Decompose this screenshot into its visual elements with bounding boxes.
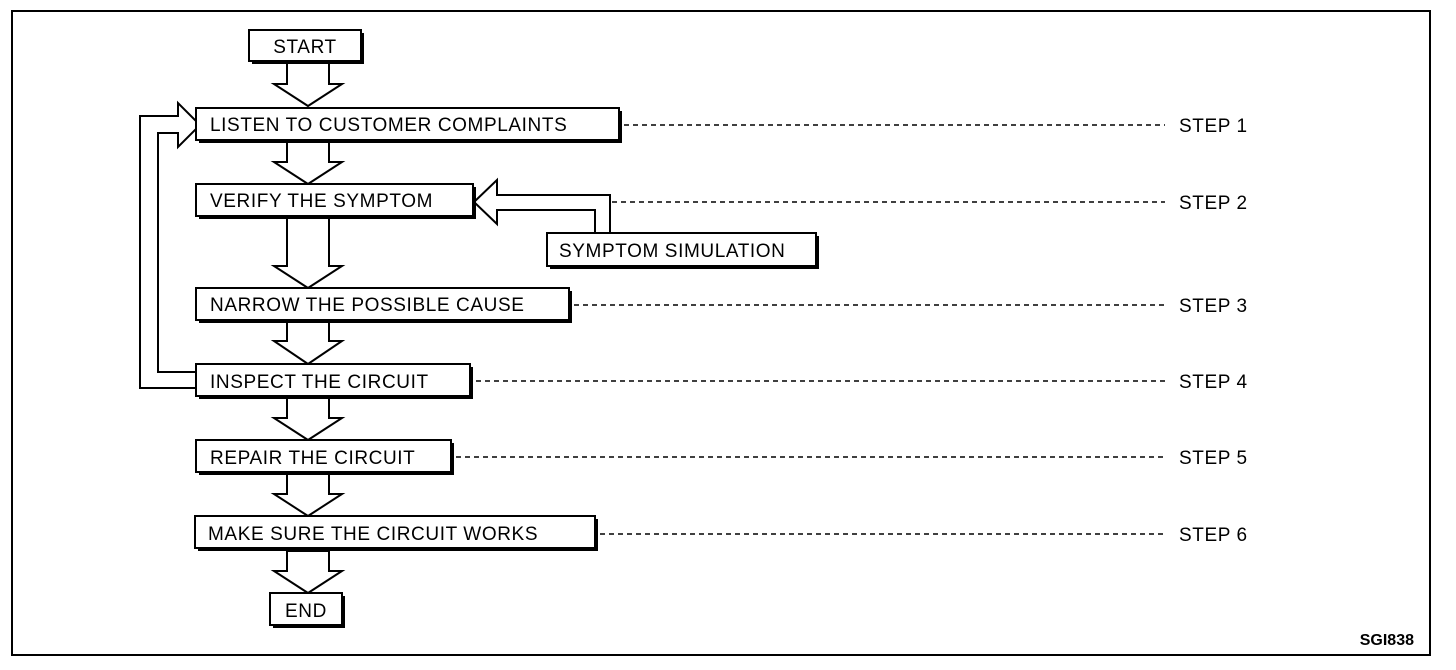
step-2-label: STEP 2: [1179, 193, 1248, 214]
diagram-frame: [11, 10, 1431, 656]
repair-box: [195, 439, 452, 473]
step-6-label: STEP 6: [1179, 525, 1248, 546]
step-4-label: STEP 4: [1179, 372, 1248, 393]
start-box: [248, 29, 362, 62]
arrow-narrow-to-inspect: [270, 321, 346, 366]
makesure-label: MAKE SURE THE CIRCUIT WORKS: [208, 524, 538, 545]
arrow-feedback-loop: [139, 100, 202, 389]
arrow-simulation-to-verify: [472, 177, 611, 234]
simulation-box: [546, 232, 817, 267]
end-box: [269, 592, 343, 626]
repair-label: REPAIR THE CIRCUIT: [210, 448, 415, 469]
end-label: END: [285, 601, 327, 622]
arrow-repair-to-makesure: [270, 473, 346, 518]
arrow-makesure-to-end: [270, 550, 346, 595]
step-3-label: STEP 3: [1179, 296, 1248, 317]
narrow-label: NARROW THE POSSIBLE CAUSE: [210, 295, 525, 316]
arrow-verify-to-narrow: [270, 216, 346, 290]
inspect-box: [195, 363, 471, 397]
verify-box: [195, 183, 474, 217]
makesure-box: [194, 515, 596, 549]
step-5-label: STEP 5: [1179, 448, 1248, 469]
simulation-label: SYMPTOM SIMULATION: [559, 241, 786, 262]
inspect-label: INSPECT THE CIRCUIT: [210, 372, 429, 393]
listen-box: [195, 107, 620, 141]
listen-label: LISTEN TO CUSTOMER COMPLAINTS: [210, 115, 567, 136]
verify-label: VERIFY THE SYMPTOM: [210, 191, 433, 212]
arrow-inspect-to-repair: [270, 397, 346, 442]
step-1-label: STEP 1: [1179, 116, 1248, 137]
figure-code: SGI838: [1360, 632, 1414, 649]
start-label: START: [273, 37, 337, 58]
arrow-listen-to-verify: [270, 141, 346, 186]
arrow-start-to-listen: [270, 62, 346, 108]
narrow-box: [195, 287, 570, 321]
